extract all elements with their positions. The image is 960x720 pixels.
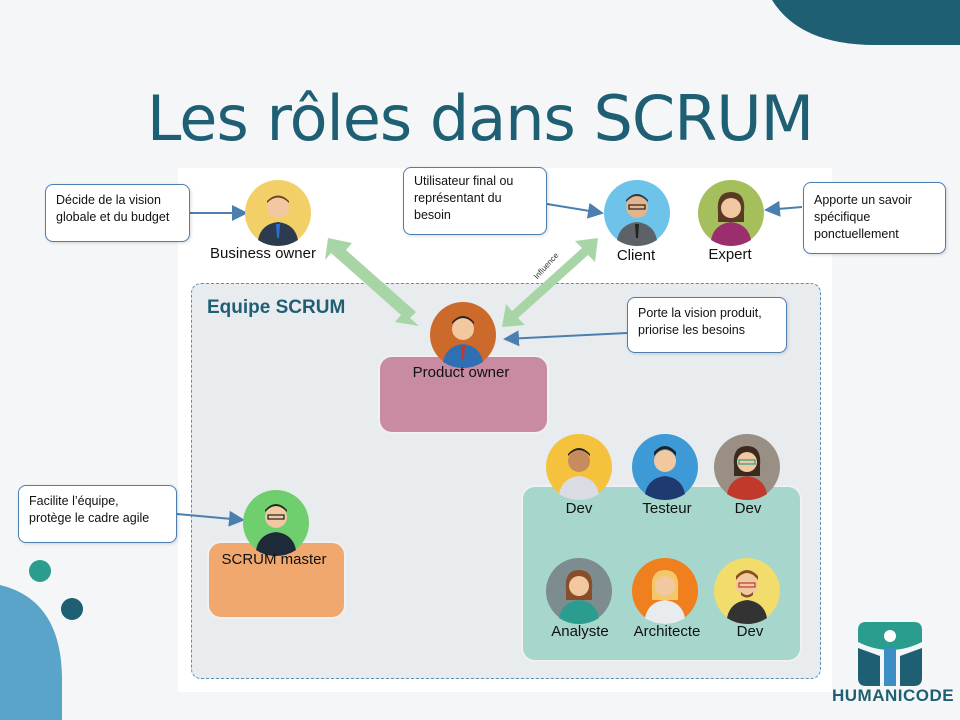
business-owner-label: Business owner xyxy=(210,245,316,262)
dev2-label: Dev xyxy=(734,500,762,517)
analyste-label: Analyste xyxy=(551,623,609,640)
arrow-expert-note xyxy=(764,200,803,217)
scrum-master-avatar-icon xyxy=(243,490,309,556)
architecte-avatar-icon xyxy=(632,558,698,624)
logo-text: HUMANICODE xyxy=(832,686,955,705)
dev1-label: Dev xyxy=(565,500,593,517)
product-owner-label: Product owner xyxy=(412,364,510,381)
note-scrum-master: Facilite l’équipe,protège le cadre agile xyxy=(18,485,177,543)
product-owner-avatar-icon xyxy=(430,302,496,368)
humanicode-logo-icon xyxy=(858,622,922,686)
influence-arrow-client xyxy=(502,238,598,327)
dev1-avatar-icon xyxy=(546,434,612,500)
influence-arrow-business xyxy=(325,238,419,326)
dev3-avatar-icon xyxy=(714,558,780,624)
client-avatar-icon xyxy=(604,180,670,246)
dev3-label: Dev xyxy=(736,623,764,640)
scrum-master-label: SCRUM master xyxy=(221,551,327,568)
business-owner-avatar-icon xyxy=(245,180,311,246)
arrow-sm-note xyxy=(176,510,245,527)
page-title: Les rôles dans SCRUM xyxy=(146,82,814,155)
expert-avatar-icon xyxy=(698,180,764,246)
testeur-avatar-icon xyxy=(632,434,698,500)
analyste-avatar-icon xyxy=(546,558,612,624)
client-label: Client xyxy=(616,247,656,264)
architecte-label: Architecte xyxy=(633,623,701,640)
scrum-team-title: Equipe SCRUM xyxy=(207,297,346,318)
dev2-avatar-icon xyxy=(714,434,780,500)
arrow-po-note xyxy=(503,330,628,347)
note-product-owner: Porte la vision produit,priorise les bes… xyxy=(627,297,787,353)
expert-label: Expert xyxy=(708,246,752,263)
arrow-client-note xyxy=(546,202,604,219)
testeur-label: Testeur xyxy=(642,500,692,517)
